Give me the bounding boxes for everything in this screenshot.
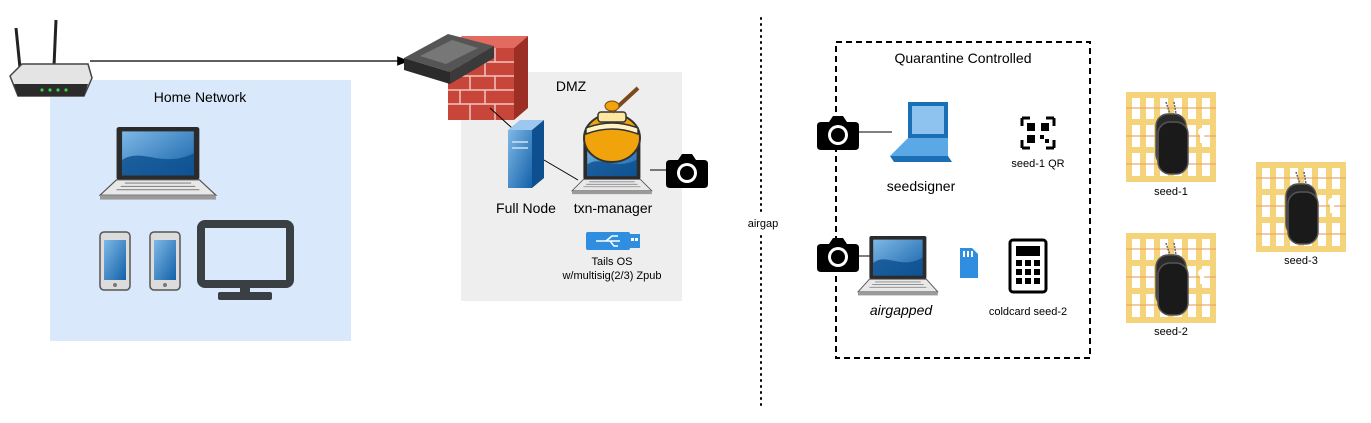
camera-icon <box>817 116 859 150</box>
quarantine-label: Quarantine Controlled <box>894 50 1032 66</box>
seedsigner-laptop-icon <box>890 102 952 162</box>
router-icon <box>9 19 93 97</box>
firewall-icon <box>404 34 528 120</box>
firewall-to-node-line <box>489 107 513 129</box>
airgap-label: airgap <box>745 218 781 230</box>
seedsigner-label: seedsigner <box>886 178 956 194</box>
seed-2-cage-icon <box>1126 233 1216 323</box>
server-icon <box>508 120 544 188</box>
home-laptop-icon <box>99 126 217 201</box>
home-network-label: Home Network <box>153 89 247 105</box>
tablet-icon <box>149 231 181 291</box>
qr-code-icon <box>1020 116 1056 150</box>
coldcard-label: coldcard seed-2 <box>988 306 1068 318</box>
camera-icon <box>817 238 859 272</box>
seed-2-label: seed-2 <box>1154 326 1188 338</box>
calculator-icon <box>1008 238 1048 294</box>
tablet-icon <box>99 231 131 291</box>
seed-1-qr-label: seed-1 QR <box>1011 158 1065 170</box>
seed-1-cage-icon <box>1126 92 1216 182</box>
node-to-txn-line <box>543 159 579 181</box>
airgapped-laptop-icon <box>857 235 939 296</box>
full-node-label: Full Node <box>496 200 556 216</box>
home-network-zone <box>50 80 351 341</box>
sd-card-icon <box>960 248 978 278</box>
seed-1-label: seed-1 <box>1154 186 1188 198</box>
dmz-label: DMZ <box>555 78 587 94</box>
seed-3-label: seed-3 <box>1284 255 1318 267</box>
quarantine-zone <box>835 41 1091 359</box>
tails-os-label: Tails OS <box>591 256 633 268</box>
honeypot-icon <box>583 86 641 163</box>
airgapped-label: airgapped <box>869 302 933 318</box>
seed-3-cage-icon <box>1256 162 1346 252</box>
txn-manager-label: txn-manager <box>573 200 653 216</box>
monitor-icon <box>197 220 294 300</box>
tails-multisig-label: w/multisig(2/3) Zpub <box>562 270 662 282</box>
usb-icon <box>586 232 640 250</box>
